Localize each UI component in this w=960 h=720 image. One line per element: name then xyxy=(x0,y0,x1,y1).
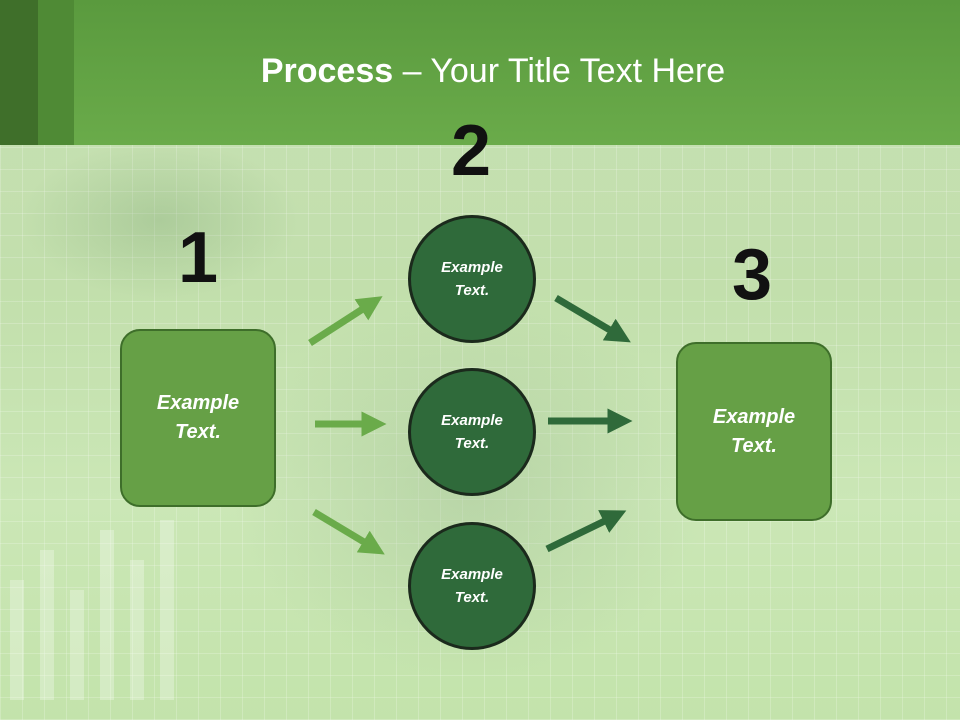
circle-3-line2: Text. xyxy=(454,589,490,606)
banner-accent-dark xyxy=(0,0,38,145)
step-number-2[interactable]: 2 xyxy=(451,111,492,191)
step-2-circle-1[interactable]: Example Text. xyxy=(408,215,536,343)
step-3-box-line1: Example xyxy=(712,405,796,428)
slide-title[interactable]: Process – Your Title Text Here xyxy=(0,52,960,91)
arrow-to-circle-3 xyxy=(312,508,385,555)
step-number-1[interactable]: 1 xyxy=(178,218,219,298)
circle-1-line2: Text. xyxy=(454,282,490,299)
step-1-box[interactable]: Example Text. xyxy=(120,329,276,507)
title-rest: – Your Title Text Here xyxy=(393,52,726,90)
title-banner: Process – Your Title Text Here xyxy=(0,0,960,145)
banner-accent-mid xyxy=(38,0,74,145)
step-3-box-line2: Text. xyxy=(731,434,777,457)
step-1-box-line2: Text. xyxy=(175,421,221,443)
step-3-box[interactable]: Example Text. xyxy=(676,342,832,521)
step-1-box-line1: Example xyxy=(156,392,240,414)
circle-3-line1: Example xyxy=(441,566,503,583)
arrow-from-circle-3 xyxy=(545,510,627,553)
background-shape xyxy=(20,140,300,300)
arrow-to-circle-1 xyxy=(308,296,383,346)
circle-2-line1: Example xyxy=(441,412,503,429)
step-2-circle-2[interactable]: Example Text. xyxy=(408,368,536,496)
title-bold: Process xyxy=(260,52,394,90)
background-bars xyxy=(0,500,200,700)
step-2-circle-3[interactable]: Example Text. xyxy=(408,522,536,650)
arrow-from-circle-1 xyxy=(554,294,631,343)
circle-2-line2: Text. xyxy=(454,435,490,452)
step-number-3[interactable]: 3 xyxy=(732,235,773,315)
circle-1-line1: Example xyxy=(441,259,503,276)
